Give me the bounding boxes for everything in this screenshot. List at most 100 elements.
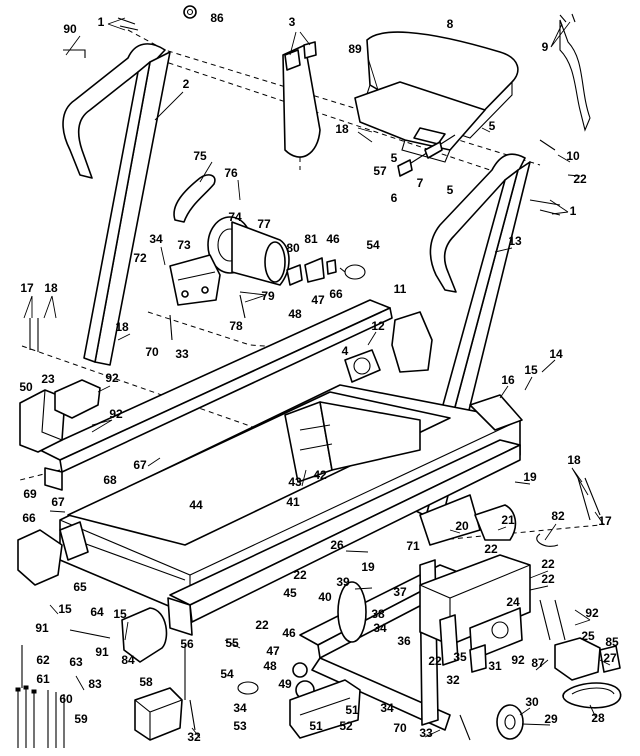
side-hood (121, 607, 168, 663)
motor-hood (344, 311, 433, 383)
callout-c59: 59 (74, 712, 88, 726)
callout-c12: 12 (371, 319, 385, 333)
callout-c2: 2 (183, 77, 190, 91)
front-roller (469, 394, 523, 431)
callout-leader-lines (23, 17, 611, 739)
callout-c69: 69 (23, 487, 37, 501)
callout-c32a: 32 (446, 673, 460, 687)
callout-c55: 55 (225, 636, 239, 650)
callout-c22e: 22 (293, 568, 307, 582)
callout-c67a: 67 (133, 458, 147, 472)
callout-c34c: 34 (233, 701, 247, 715)
fastener-hardware (21, 5, 601, 741)
bottom-bracket (134, 687, 183, 741)
upright-cover (282, 41, 321, 158)
callout-c53: 53 (233, 719, 247, 733)
left-side-rail (39, 299, 393, 491)
callout-c71: 71 (406, 539, 420, 553)
callout-c66b: 66 (22, 511, 36, 525)
front-left-cap (17, 521, 89, 586)
callout-c50: 50 (19, 380, 33, 394)
callout-c34a: 34 (149, 232, 163, 246)
callout-c73: 73 (177, 238, 191, 252)
callout-c74: 74 (228, 210, 242, 224)
callout-c46a: 46 (326, 232, 340, 246)
callout-c23: 23 (41, 372, 55, 386)
callout-c51b: 51 (309, 719, 323, 733)
callout-c18a: 18 (335, 122, 349, 136)
callout-c19a: 19 (523, 470, 537, 484)
callout-c22d: 22 (541, 572, 555, 586)
left-upright (62, 43, 171, 366)
leg-bracket (439, 614, 487, 673)
pulley-hinge-assembly (237, 662, 361, 739)
callout-c18c: 18 (115, 320, 129, 334)
callout-c70a: 70 (145, 345, 159, 359)
callout-c17b: 17 (598, 514, 612, 528)
callout-c56: 56 (180, 637, 194, 651)
callout-c22f: 22 (255, 618, 269, 632)
callout-c66a: 66 (329, 287, 343, 301)
callout-c10: 10 (566, 149, 580, 163)
callout-c14: 14 (549, 347, 563, 361)
callout-c15a: 15 (524, 363, 538, 377)
callout-c16: 16 (501, 373, 515, 387)
callout-c39: 39 (336, 575, 350, 589)
callout-c35: 35 (453, 650, 467, 664)
callout-c44: 44 (189, 498, 203, 512)
motor-belt (173, 174, 216, 223)
callout-c48b: 48 (263, 659, 277, 673)
callout-c92b: 92 (109, 407, 123, 421)
callout-c51a: 51 (345, 703, 359, 717)
console-base (354, 81, 486, 163)
callout-c34d: 34 (380, 701, 394, 715)
callout-c54b: 54 (220, 667, 234, 681)
callout-c68: 68 (103, 473, 117, 487)
callout-c47a: 47 (311, 293, 325, 307)
callout-c5c: 5 (447, 183, 454, 197)
callout-c22b: 22 (484, 542, 498, 556)
hardware-rods (15, 685, 65, 748)
callout-c62: 62 (36, 653, 50, 667)
right-side-rail (167, 439, 521, 636)
callout-c3: 3 (289, 15, 296, 29)
callout-c91b: 91 (95, 645, 109, 659)
wire-harness (397, 134, 456, 177)
callout-c15b: 15 (58, 602, 72, 616)
callout-c46b: 46 (282, 626, 296, 640)
callout-c28: 28 (591, 711, 605, 725)
callout-c5b: 5 (391, 151, 398, 165)
callout-c67b: 67 (51, 495, 65, 509)
callout-c63: 63 (69, 655, 83, 669)
callout-c31: 31 (488, 659, 502, 673)
callout-c22g: 22 (428, 654, 442, 668)
callout-c76a: 76 (224, 166, 238, 180)
callout-c11: 11 (394, 282, 407, 296)
callout-c48a: 48 (288, 307, 302, 321)
callout-c34b: 34 (373, 621, 387, 635)
callout-c37: 37 (393, 585, 407, 599)
left-end-cap (19, 389, 66, 453)
callout-c92d: 92 (511, 653, 525, 667)
callout-c6: 6 (391, 191, 398, 205)
callout-c25: 25 (581, 629, 595, 643)
callout-c78: 78 (229, 319, 243, 333)
callout-c33a: 33 (175, 347, 189, 361)
callout-c77: 77 (257, 217, 271, 231)
callout-c15c: 15 (113, 607, 127, 621)
callout-c8: 8 (447, 17, 454, 31)
callout-c79: 79 (261, 289, 275, 303)
incline-frame (419, 494, 517, 546)
callout-c32b: 32 (187, 730, 201, 744)
rear-wheel (496, 704, 524, 740)
frame-crossmember (284, 401, 421, 483)
callout-c54a: 54 (366, 238, 380, 252)
callout-c61: 61 (36, 672, 50, 686)
callout-c43: 43 (288, 475, 302, 489)
callout-c5a: 5 (489, 119, 496, 133)
callout-c87: 87 (531, 656, 545, 670)
callout-c57: 57 (373, 164, 387, 178)
callout-c13: 13 (508, 234, 522, 248)
